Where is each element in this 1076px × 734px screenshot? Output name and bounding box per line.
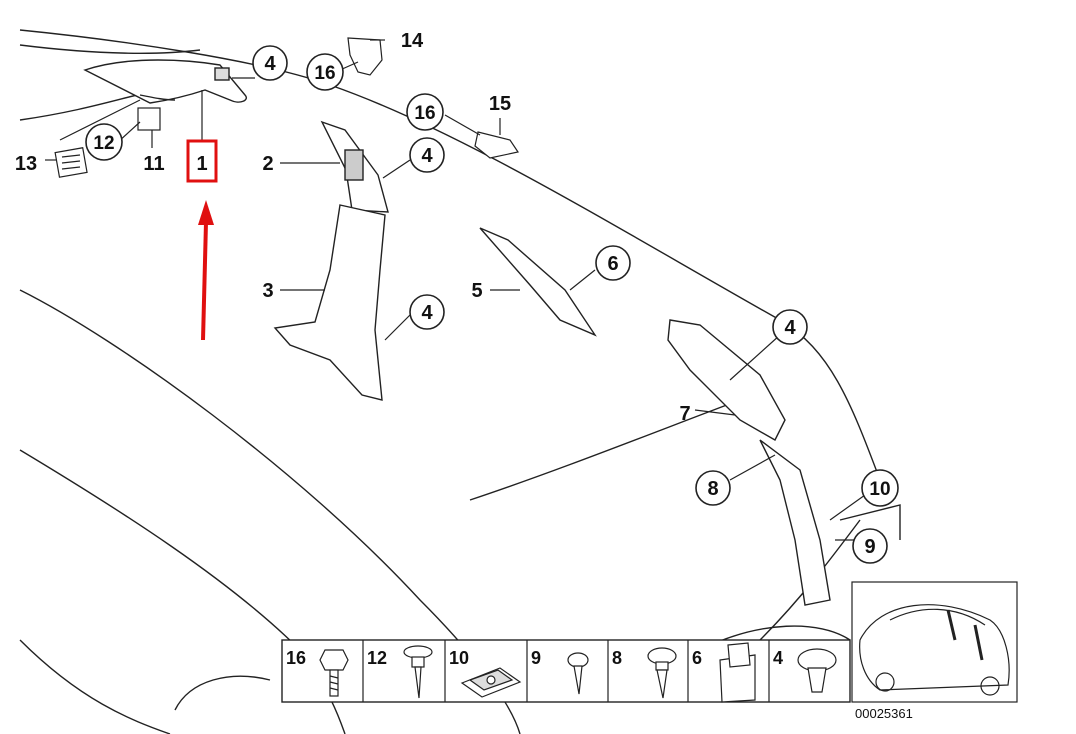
callout-13: 13 <box>15 153 37 175</box>
svg-text:8: 8 <box>707 478 718 500</box>
svg-text:10: 10 <box>869 479 890 500</box>
highlight-box <box>186 139 218 183</box>
flange-screw-icon <box>647 647 677 699</box>
callout-6: 6 <box>595 245 631 281</box>
part-1-trim-panel <box>83 59 247 104</box>
leader-lines <box>45 39 866 541</box>
clip-nut-icon <box>460 667 522 698</box>
callout-4-right: 4 <box>772 309 808 345</box>
callout-12: 12 <box>85 123 123 161</box>
highlight-arrow-head <box>198 200 214 225</box>
callout-1: 1 <box>196 153 207 175</box>
svg-text:4: 4 <box>421 145 433 167</box>
drawing-number: 00025361 <box>855 706 913 721</box>
callout-2: 2 <box>262 153 273 175</box>
callout-16-mid: 16 <box>406 93 444 131</box>
part-11-clip <box>137 107 161 148</box>
highlight-arrow-shaft <box>201 221 208 341</box>
svg-text:6: 6 <box>607 253 618 275</box>
callout-4-lower: 4 <box>409 294 445 330</box>
highlight-annotation <box>186 139 218 341</box>
callout-3: 3 <box>262 280 273 302</box>
svg-text:4: 4 <box>421 302 433 324</box>
svg-text:12: 12 <box>93 133 114 154</box>
callout-4-top: 4 <box>252 45 288 81</box>
legend-num-8: 8 <box>612 648 622 668</box>
callout-5: 5 <box>471 280 482 302</box>
svg-text:16: 16 <box>314 63 335 84</box>
spring-clip-icon <box>719 642 756 703</box>
callout-11: 11 <box>143 153 164 175</box>
small-screw-icon <box>567 652 589 695</box>
part-3-lower-pillar-trim <box>273 204 386 401</box>
callout-15: 15 <box>489 93 511 115</box>
callout-8: 8 <box>695 470 731 506</box>
part-7-rear-pillar-trim <box>667 319 831 606</box>
callouts: 1 2 3 4 4 4 4 5 6 7 8 <box>15 30 899 564</box>
callout-10: 10 <box>861 469 899 507</box>
part-2-upper-pillar-trim <box>320 120 389 213</box>
callout-16-top: 16 <box>306 53 344 91</box>
svg-text:4: 4 <box>264 53 276 75</box>
callout-7: 7 <box>679 403 690 425</box>
svg-text:4: 4 <box>784 317 796 339</box>
legend-num-12: 12 <box>367 648 387 668</box>
screw-washer-icon <box>403 645 433 699</box>
car-thumbnail <box>851 581 1018 703</box>
part-13-grille <box>54 147 88 178</box>
legend-num-16: 16 <box>286 648 306 668</box>
svg-text:9: 9 <box>864 536 875 558</box>
callout-4-mid: 4 <box>409 137 445 173</box>
legend-num-10: 10 <box>449 648 469 668</box>
part-5-pillar-cover <box>479 227 597 337</box>
legend-num-9: 9 <box>531 648 541 668</box>
part-15-bracket <box>474 131 519 159</box>
hex-bolt-icon <box>319 649 349 697</box>
push-clip-icon <box>797 648 837 693</box>
legend-num-6: 6 <box>692 648 702 668</box>
svg-text:16: 16 <box>414 103 435 124</box>
callout-9: 9 <box>852 528 888 564</box>
part-14-bracket <box>347 37 383 76</box>
fastener-legend-table: 16 12 10 9 8 6 4 <box>281 639 851 703</box>
callout-14: 14 <box>401 30 424 52</box>
legend-num-4: 4 <box>773 648 783 668</box>
